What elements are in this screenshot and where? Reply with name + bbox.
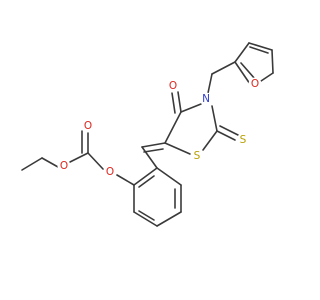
ring-nitrogen-atom: N bbox=[199, 92, 213, 106]
bond-layer bbox=[21, 42, 274, 227]
bond bbox=[156, 167, 182, 186]
furan-oxygen-atom: O bbox=[248, 77, 262, 91]
bond bbox=[207, 73, 213, 94]
ester-carbonyl-oxygen-atom: O bbox=[81, 119, 95, 133]
bond bbox=[133, 211, 158, 227]
aryl-ether-oxygen-atom: O bbox=[103, 165, 117, 179]
bond bbox=[116, 174, 135, 186]
ester-ether-oxygen-atom: O bbox=[57, 159, 71, 173]
bond bbox=[234, 61, 251, 85]
ring-nitrogen-label: N bbox=[202, 93, 210, 105]
bond bbox=[138, 210, 155, 221]
bond bbox=[164, 142, 191, 155]
atom-layer: O O N S S O O bbox=[57, 77, 262, 179]
bond bbox=[180, 103, 202, 113]
ring-sulfur-label: S bbox=[194, 150, 201, 162]
ester-carbonyl-oxygen-label: O bbox=[84, 120, 92, 132]
ester-ether-oxygen-label: O bbox=[60, 160, 68, 172]
bond bbox=[211, 61, 236, 75]
bond bbox=[271, 49, 274, 74]
molecule-drawing: O O N S S O O bbox=[21, 42, 274, 227]
bond bbox=[41, 157, 59, 168]
bond bbox=[216, 130, 236, 141]
bond bbox=[164, 111, 182, 144]
bond bbox=[143, 148, 164, 153]
bond bbox=[87, 152, 104, 170]
ring-carbonyl-oxygen-atom: O bbox=[166, 79, 180, 93]
structure-diagram: O O N S S O O bbox=[21, 42, 274, 227]
bond bbox=[234, 42, 250, 63]
ring-sulfur-atom: S bbox=[190, 149, 204, 163]
aryl-ether-oxygen-label: O bbox=[106, 166, 114, 178]
bond bbox=[177, 91, 182, 113]
thione-sulfur-label: S bbox=[240, 134, 247, 146]
bond bbox=[219, 125, 239, 136]
bond bbox=[171, 92, 176, 114]
bond bbox=[141, 142, 166, 148]
thione-sulfur-atom: S bbox=[236, 133, 250, 147]
bond bbox=[240, 62, 256, 80]
bond bbox=[69, 152, 89, 163]
bond bbox=[156, 211, 182, 227]
ring-carbonyl-oxygen-label: O bbox=[169, 80, 177, 92]
bond bbox=[133, 167, 158, 186]
bond bbox=[249, 46, 269, 54]
furan-oxygen-label: O bbox=[251, 78, 259, 90]
bond bbox=[248, 42, 273, 51]
bond bbox=[202, 130, 218, 151]
bond bbox=[211, 105, 218, 132]
bond bbox=[21, 157, 43, 171]
bond bbox=[138, 175, 155, 188]
bond bbox=[141, 146, 158, 169]
